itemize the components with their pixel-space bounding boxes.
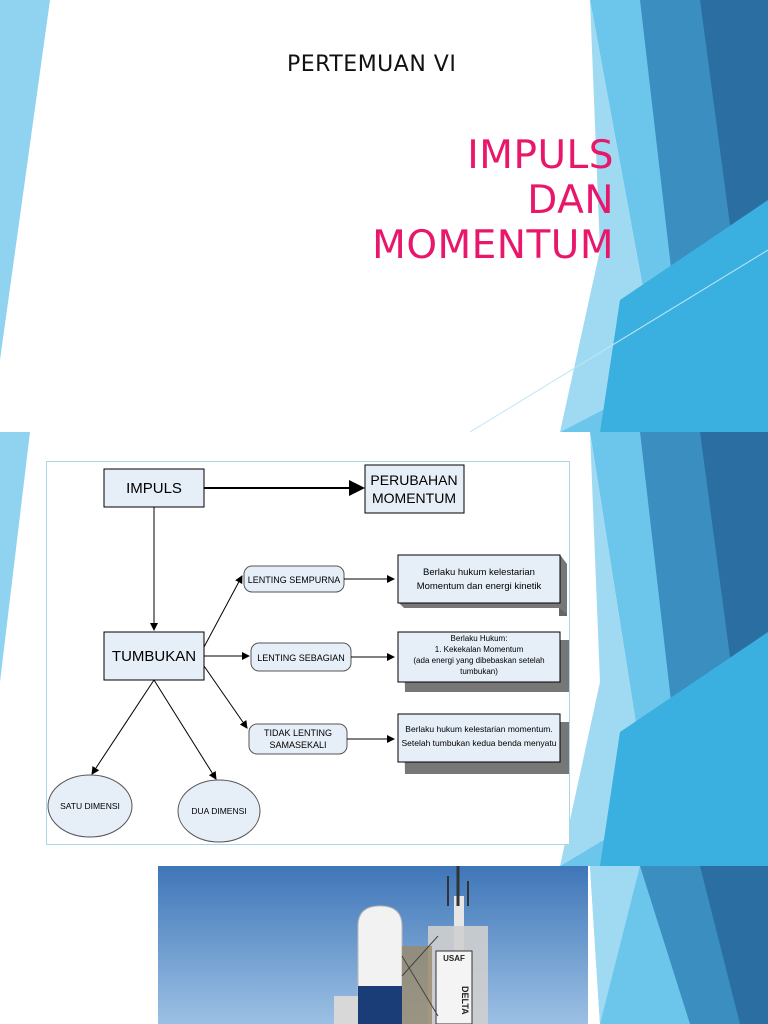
tidak-lenting-node: TIDAK LENTING SAMASEKALI xyxy=(248,723,348,755)
title-line: DAN xyxy=(527,178,614,223)
tumbukan-label: TUMBUKAN xyxy=(112,648,196,665)
lenting-sebagian-node: LENTING SEBAGIAN xyxy=(250,642,352,672)
dua-dimensi-node: DUA DIMENSI xyxy=(177,779,261,843)
tower-delta-text: DELTA xyxy=(460,986,470,1015)
result-box-1: Berlaku hukum kelestarian Momentum dan e… xyxy=(397,554,567,616)
result-box-2: Berlaku Hukum: 1. Kekekalan Momentum (ad… xyxy=(397,631,569,692)
lenting-sempurna-label: LENTING SEMPURNA xyxy=(248,575,341,585)
perubahan-momentum-node: PERUBAHAN MOMENTUM xyxy=(364,464,465,514)
slide-title: IMPULS DAN MOMENTUM xyxy=(372,133,614,268)
tower-usaf-text: USAF xyxy=(443,954,465,963)
arrow-to-satu-dimensi xyxy=(91,679,155,775)
arrow-to-tidak-lenting xyxy=(203,665,248,729)
box2-line2: 1. Kekekalan Momentum xyxy=(435,645,524,654)
impuls-node: IMPULS xyxy=(103,468,205,508)
tumbukan-node: TUMBUKAN xyxy=(103,631,205,681)
box2-line1: Berlaku Hukum: xyxy=(451,634,508,643)
box3-line2: Setelah tumbukan kedua benda menyatu xyxy=(401,738,556,748)
lenting-sebagian-label: LENTING SEBAGIAN xyxy=(257,653,345,663)
impuls-label: IMPULS xyxy=(126,480,182,497)
arrow-to-lenting-sempurna xyxy=(203,575,243,648)
box2-line3: (ada energi yang dibebaskan setelah xyxy=(413,656,544,665)
title-line: MOMENTUM xyxy=(372,223,614,268)
rocket-launch-image: USAF DELTA xyxy=(158,866,588,1024)
title-line: IMPULS xyxy=(467,133,614,178)
concept-map-frame: IMPULS PERUBAHAN MOMENTUM TUMBUKAN LENTI xyxy=(46,461,570,845)
momentum-label: MOMENTUM xyxy=(372,490,456,506)
slide3-decoration xyxy=(590,866,768,1024)
box2-line4: tumbukan) xyxy=(460,667,498,676)
concept-map: IMPULS PERUBAHAN MOMENTUM TUMBUKAN LENTI xyxy=(47,464,569,843)
result-box-3: Berlaku hukum kelestarian momentum. Sete… xyxy=(397,713,569,774)
satu-dimensi-node: SATU DIMENSI xyxy=(47,774,133,838)
slide2-decoration xyxy=(0,432,768,866)
meeting-subtitle: PERTEMUAN VI xyxy=(287,52,457,77)
box3-line1: Berlaku hukum kelestarian momentum. xyxy=(405,724,552,734)
dua-dimensi-label: DUA DIMENSI xyxy=(191,806,246,816)
slide1-decoration xyxy=(0,0,768,432)
arrow-to-dua-dimensi xyxy=(153,679,217,780)
diagram-slide: IMPULS PERUBAHAN MOMENTUM TUMBUKAN LENTI xyxy=(0,432,768,866)
box1-line2: Momentum dan energi kinetik xyxy=(417,581,542,592)
samasekali-label: SAMASEKALI xyxy=(269,740,326,750)
rocket-photo: USAF DELTA xyxy=(158,866,588,1024)
photo-slide: USAF DELTA xyxy=(0,866,768,1024)
box1-line1: Berlaku hukum kelestarian xyxy=(423,567,535,578)
title-slide: PERTEMUAN VI IMPULS DAN MOMENTUM xyxy=(0,0,768,432)
tidak-lenting-label: TIDAK LENTING xyxy=(264,728,332,738)
lenting-sempurna-node: LENTING SEMPURNA xyxy=(243,565,345,593)
perubahan-label: PERUBAHAN xyxy=(370,472,457,488)
satu-dimensi-label: SATU DIMENSI xyxy=(60,801,120,811)
